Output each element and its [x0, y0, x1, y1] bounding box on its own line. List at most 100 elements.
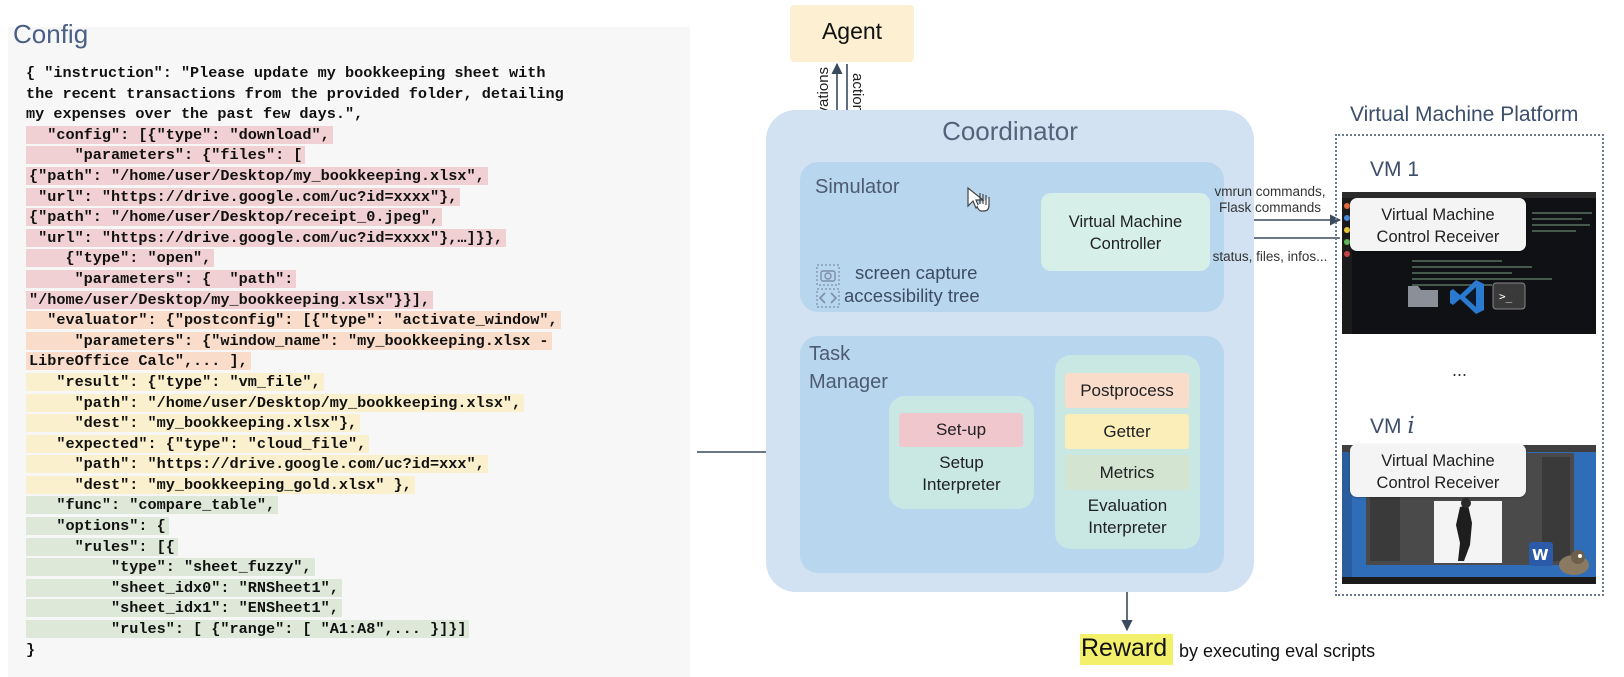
config-line-text: {"path": "/home/user/Desktop/receipt_0.j… — [26, 208, 443, 227]
vm-platform-title: Virtual Machine Platform — [1350, 103, 1579, 126]
config-line-text: "sheet_idx0": "RNSheet1", — [26, 578, 342, 597]
agent-box — [790, 5, 914, 62]
cursor-icon — [967, 186, 990, 212]
config-line-text: "config": [{"type": "download", — [26, 125, 333, 144]
config-line: "result": {"type": "vm_file", — [26, 372, 686, 393]
config-line-text: "evaluator": {"postconfig": [{"type": "a… — [26, 311, 561, 330]
config-line-text: "sheet_idx1": "ENSheet1", — [26, 599, 342, 618]
config-line: "config": [{"type": "download", — [26, 125, 686, 146]
config-line-text: } — [26, 640, 36, 659]
config-line-text: { "instruction": "Please update my bookk… — [26, 64, 546, 82]
reward-suffix-label: by executing eval scripts — [1179, 641, 1376, 661]
svg-text:>_: >_ — [1499, 290, 1513, 303]
config-line: "options": { — [26, 516, 686, 537]
accessibility-tree-label: accessibility tree — [844, 285, 980, 306]
vm-controller-box — [1041, 193, 1210, 271]
config-line-text: the recent transactions from the provide… — [26, 84, 564, 103]
reward-highlight — [1080, 634, 1173, 665]
config-line: "path": "https://drive.google.com/uc?id=… — [26, 454, 686, 475]
config-line: {"path": "/home/user/Desktop/my_bookkeep… — [26, 166, 686, 187]
vm-platform-frame — [1335, 134, 1604, 596]
config-line-text: "options": { — [26, 517, 169, 536]
config-title: Config — [13, 19, 89, 49]
svg-text:W: W — [1532, 546, 1549, 564]
getter-label: Getter — [1103, 422, 1151, 441]
config-line-text: "result": {"type": "vm_file", — [26, 372, 324, 391]
vm-ellipsis: ... — [1452, 360, 1468, 380]
config-line: "parameters": {"files": [ — [26, 145, 686, 166]
vmi-index: i — [1407, 413, 1415, 439]
config-line-text: "dest": "my_bookkeeping.xlsx"}, — [26, 414, 361, 433]
setup-step-label: Set-up — [935, 420, 987, 439]
config-line: "dest": "my_bookkeeping.xlsx"}, — [26, 413, 686, 434]
folder-icon — [1408, 286, 1438, 307]
vmi-receiver-box — [1350, 444, 1526, 497]
status-label: status, files, infos... — [1212, 249, 1328, 264]
config-line: "sheet_idx0": "RNSheet1", — [26, 578, 686, 599]
config-line-text: "type": "sheet_fuzzy", — [26, 558, 315, 577]
coordinator-label: Coordinator — [942, 116, 1078, 146]
config-line: "sheet_idx1": "ENSheet1", — [26, 598, 686, 619]
config-line: "rules": [ {"range": [ "A1:A8",... }]}] — [26, 619, 686, 640]
camera-icon — [816, 264, 840, 286]
metrics-label: Metrics — [1099, 463, 1155, 482]
config-line: } — [26, 640, 686, 661]
config-line-text: {"type": "open", — [26, 249, 215, 268]
vm1-receiver-box — [1350, 198, 1526, 251]
vm1-desktop-graphic — [1342, 192, 1596, 334]
config-line-text: "parameters": {"window_name": "my_bookke… — [26, 331, 552, 350]
screen-capture-label: screen capture — [855, 262, 978, 283]
config-line-text: "expected": {"type": "cloud_file", — [26, 434, 370, 453]
vm-controller-label: Virtual Machine Controller — [1068, 213, 1183, 253]
config-line-text: LibreOffice Calc",... ], — [26, 352, 251, 371]
config-line-text: "/home/user/Desktop/my_bookkeeping.xlsx"… — [26, 290, 434, 309]
commands-label: vmrun commands, Flask commands — [1214, 184, 1326, 215]
config-line-text: my expenses over the past few days.", — [26, 105, 364, 124]
config-line-text: {"path": "/home/user/Desktop/my_bookkeep… — [26, 166, 488, 185]
terminal-icon: >_ — [1492, 282, 1526, 310]
config-line-text: "rules": [{ — [26, 537, 178, 556]
config-line: "url": "https://drive.google.com/uc?id=x… — [26, 228, 686, 249]
config-line-text: "dest": "my_bookkeeping_gold.xlsx" }, — [26, 475, 415, 494]
config-line: "url": "https://drive.google.com/uc?id=x… — [26, 187, 686, 208]
getter-box — [1065, 414, 1189, 449]
agent-label: Agent — [821, 18, 883, 44]
config-line: { "instruction": "Please update my bookk… — [26, 63, 686, 84]
setup-step-box — [899, 413, 1023, 447]
postprocess-box — [1065, 373, 1189, 408]
config-line: "rules": [{ — [26, 537, 686, 558]
config-line: "func": "compare_table", — [26, 495, 686, 516]
simulator-label: Simulator — [815, 176, 900, 198]
config-line: my expenses over the past few days.", — [26, 104, 686, 125]
task-manager-label: Task Manager — [809, 343, 888, 393]
setup-interpreter-label: Setup Interpreter — [922, 453, 1001, 494]
config-line: {"type": "open", — [26, 248, 686, 269]
vmi-prefix: VM — [1370, 415, 1402, 438]
config-line: "parameters": {"window_name": "my_bookke… — [26, 331, 686, 352]
vmi-label: VM i — [1370, 413, 1415, 439]
config-line-text: "path": "/home/user/Desktop/my_bookkeepi… — [26, 393, 525, 412]
postprocess-label: Postprocess — [1080, 381, 1174, 400]
config-line-text: "parameters": { "path": — [26, 269, 297, 288]
config-line: LibreOffice Calc",... ], — [26, 351, 686, 372]
config-line-text: "parameters": {"files": [ — [26, 146, 306, 165]
metrics-box — [1065, 455, 1189, 490]
config-line-text: "url": "https://drive.google.com/uc?id=x… — [26, 228, 506, 247]
config-line: {"path": "/home/user/Desktop/receipt_0.j… — [26, 207, 686, 228]
vm1-receiver-label: Virtual Machine Control Receiver — [1376, 206, 1500, 246]
config-line: "parameters": { "path": — [26, 269, 686, 290]
config-line: "/home/user/Desktop/my_bookkeeping.xlsx"… — [26, 290, 686, 311]
config-line-text: "func": "compare_table", — [26, 496, 279, 515]
config-line: "evaluator": {"postconfig": [{"type": "a… — [26, 310, 686, 331]
gimp-icon — [1559, 550, 1589, 575]
config-line-text: "path": "https://drive.google.com/uc?id=… — [26, 455, 488, 474]
config-line: "dest": "my_bookkeeping_gold.xlsx" }, — [26, 475, 686, 496]
accessibility-icon — [816, 288, 840, 308]
vmi-receiver-label: Virtual Machine Control Receiver — [1376, 452, 1500, 492]
config-line: "path": "/home/user/Desktop/my_bookkeepi… — [26, 393, 686, 414]
config-line: "type": "sheet_fuzzy", — [26, 557, 686, 578]
config-line: the recent transactions from the provide… — [26, 84, 686, 105]
reward-label: Reward — [1081, 634, 1168, 662]
vm1-label: VM 1 — [1370, 158, 1420, 181]
vscode-icon — [1450, 280, 1484, 314]
